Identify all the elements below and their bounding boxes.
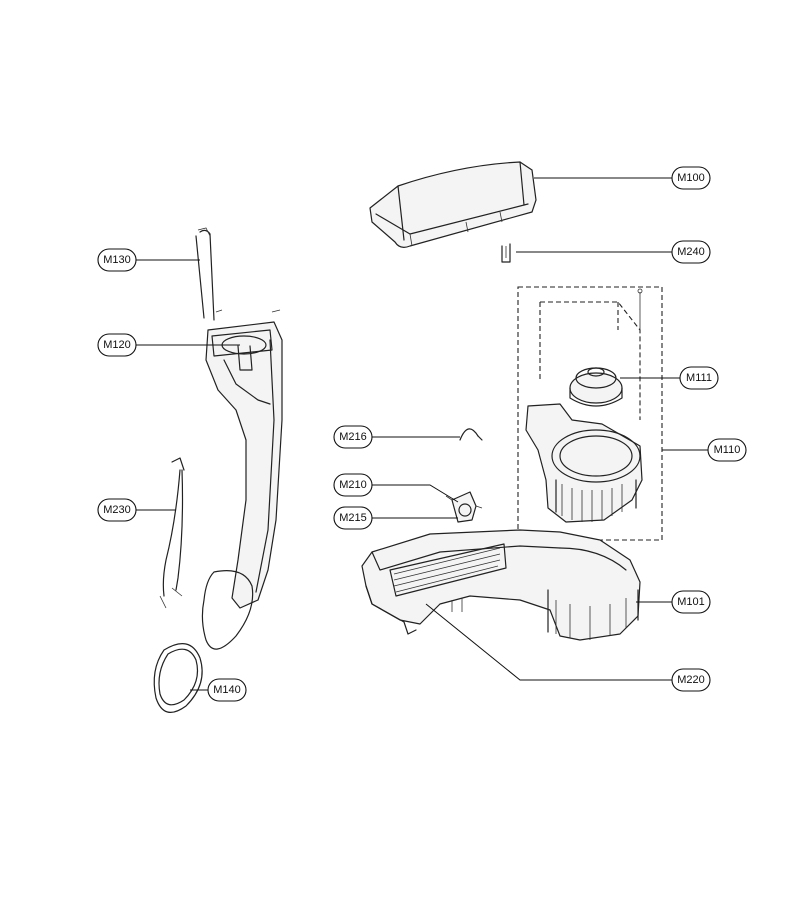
callout-m101-label: M101	[677, 596, 705, 608]
part-motor	[569, 367, 623, 407]
callout-m111-label: M111	[686, 372, 712, 384]
part-wire-harness	[159, 457, 185, 609]
callout-m210-label: M210	[339, 479, 367, 491]
callout-m215-label: M215	[339, 512, 367, 524]
callout-m130: M130	[97, 248, 137, 272]
part-tube	[195, 227, 215, 321]
callout-m220: M220	[671, 668, 711, 692]
callout-m130-label: M130	[103, 254, 131, 266]
part-top-cover	[369, 161, 537, 248]
part-blower-housing	[525, 403, 643, 523]
part-spring-clip	[459, 428, 483, 441]
callout-m101: M101	[671, 590, 711, 614]
callout-m120: M120	[97, 333, 137, 357]
callout-m216: M216	[333, 425, 373, 449]
callout-m140: M140	[207, 678, 247, 702]
callout-m215: M215	[333, 506, 373, 530]
callout-m240-label: M240	[677, 246, 705, 258]
part-fan-assembly-frame	[517, 286, 663, 541]
callout-m120-label: M120	[103, 339, 131, 351]
part-duct-assembly	[205, 309, 283, 609]
part-clip	[501, 243, 511, 263]
callout-m111: M111	[679, 366, 719, 390]
callout-m110-label: M110	[714, 444, 741, 456]
callout-m100: M100	[671, 166, 711, 190]
part-thermostat	[445, 491, 483, 523]
callout-m230-label: M230	[103, 504, 131, 516]
callout-m240: M240	[671, 240, 711, 264]
callout-m210: M210	[333, 473, 373, 497]
callout-m100-label: M100	[677, 172, 705, 184]
callout-m230: M230	[97, 498, 137, 522]
part-gasket	[153, 570, 254, 713]
callout-m140-label: M140	[213, 684, 241, 696]
part-heater-duct-base	[361, 529, 641, 641]
leader-lines	[136, 177, 708, 691]
callout-m110: M110	[707, 438, 747, 462]
callout-m216-label: M216	[339, 431, 367, 443]
callout-m220-label: M220	[677, 674, 705, 686]
